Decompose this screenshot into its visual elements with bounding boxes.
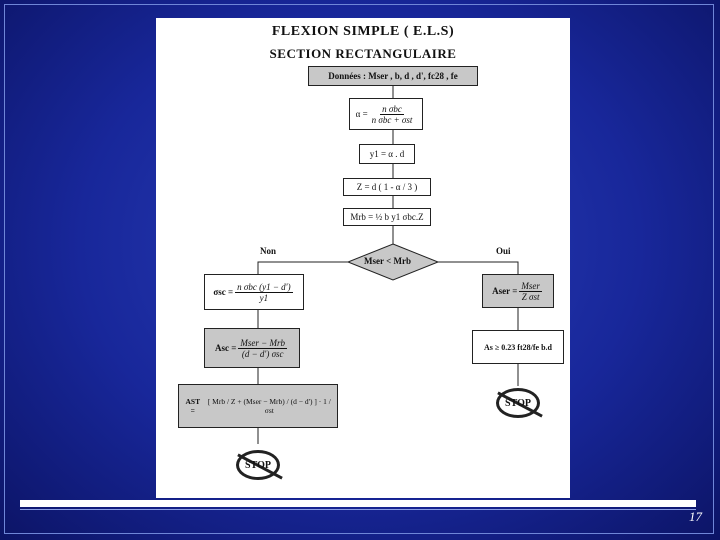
stop-label: STOP: [505, 397, 531, 409]
branch-no-line: [257, 261, 348, 274]
asc-box: Asc = Mser − Mrb (d − d') σsc: [204, 328, 300, 368]
sigma-sc-numerator: n σbc (y1 − d'): [235, 281, 293, 293]
y1-box: y1 = α . d: [359, 144, 415, 164]
mrb-box: Mrb = ½ b y1 σbc.Z: [343, 208, 431, 226]
alpha-denominator: n σbc + σst: [371, 114, 413, 125]
sigma-sc-box: σsc = n σbc (y1 − d') y1: [204, 274, 304, 310]
sigma-sc-fraction: n σbc (y1 − d') y1: [235, 281, 293, 303]
aser-numerator: Mser: [519, 280, 542, 292]
alpha-fraction: n σbc n σbc + σst: [370, 104, 415, 125]
stop-label: STOP: [245, 459, 271, 471]
aser-lhs: Aser =: [492, 286, 518, 296]
branch-yes-line: [438, 261, 519, 274]
label-no: Non: [260, 246, 277, 256]
label-yes: Oui: [496, 246, 511, 256]
asc-denominator: (d − d') σsc: [241, 348, 284, 359]
stop-sign-left: STOP: [236, 450, 283, 480]
asc-numerator: Mser − Mrb: [238, 337, 287, 349]
slide-frame: [4, 4, 714, 534]
sigma-sc-lhs: σsc =: [213, 287, 234, 297]
ast-expression: [ Mrb / Z + (Mser − Mrb) / (d − d') ] · …: [207, 397, 331, 415]
inputs-box: Données : Mser , b, d , d', fc28 , fe: [308, 66, 478, 86]
ast-lhs: AST =: [185, 397, 201, 415]
alpha-box: α = n σbc n σbc + σst: [349, 98, 423, 130]
document-subtitle: SECTION RECTANGULAIRE: [269, 46, 457, 61]
sigma-sc-denominator: y1: [259, 292, 269, 303]
alpha-lhs: α =: [355, 109, 368, 119]
as-min-box: As ≥ 0.23 ft28/fe b.d: [472, 330, 564, 364]
ast-box: AST = [ Mrb / Z + (Mser − Mrb) / (d − d'…: [178, 384, 338, 428]
asc-fraction: Mser − Mrb (d − d') σsc: [238, 338, 287, 359]
z-box: Z = d ( 1 - α / 3 ): [343, 178, 431, 196]
aser-denominator: Z σst: [521, 291, 540, 302]
asc-lhs: Asc =: [215, 343, 237, 353]
aser-box: Aser = Mser Z σst: [482, 274, 554, 308]
page-number: 17: [689, 509, 702, 524]
connector-lines: [257, 86, 519, 444]
decision-diamond: [346, 243, 440, 281]
alpha-numerator: n σbc: [380, 103, 404, 115]
footer-rule-thin: [20, 509, 696, 510]
decision-label: Mser < Mrb: [364, 256, 411, 266]
aser-fraction: Mser Z σst: [519, 281, 542, 302]
footer-rule: [20, 500, 696, 507]
flowchart-page: FLEXION SIMPLE ( E.L.S) SECTION RECTANGU…: [156, 18, 570, 498]
stop-sign-right: STOP: [496, 388, 543, 418]
document-title: FLEXION SIMPLE ( E.L.S): [271, 24, 455, 39]
